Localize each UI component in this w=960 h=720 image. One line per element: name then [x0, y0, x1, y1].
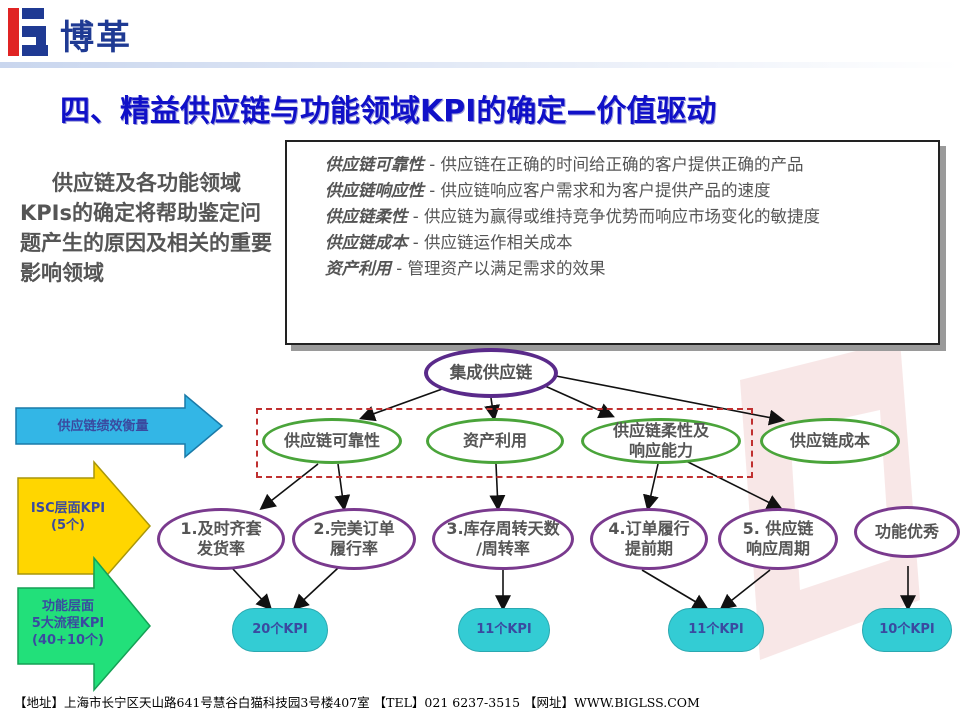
definition-term: 供应链柔性: [325, 207, 408, 226]
link-kpi4-f3: [641, 569, 709, 610]
isc-kpi-3: 3.库存周转天数 /周转率: [432, 508, 574, 570]
isc-kpi-functional: 功能优秀: [854, 506, 960, 558]
definition-separator: -: [407, 233, 424, 252]
function-kpi-4: 10个KPI: [862, 608, 952, 652]
link-kpi2-f1: [292, 567, 339, 611]
link-flex-kpi4: [643, 463, 659, 512]
level-arrow-yellow: [17, 460, 151, 592]
definition-text: 供应链运作相关成本: [423, 233, 573, 252]
attribute-node-asset: 资产利用: [426, 418, 564, 464]
definition-separator: -: [407, 207, 424, 226]
definition-term: 供应链可靠性: [325, 155, 424, 174]
definition-term: 供应链成本: [325, 233, 408, 252]
level-arrow-green: [17, 555, 151, 692]
link-kpi5-f3: [719, 569, 771, 610]
link-rel-kpi1: [259, 463, 319, 510]
link-root-flex: [544, 385, 615, 419]
definition-text: 管理资产以满足需求的效果: [407, 259, 606, 278]
link-root-cost: [555, 375, 786, 426]
arrow-label-level1: 供应链绩效衡量: [57, 419, 149, 434]
definition-separator: -: [424, 181, 441, 200]
link-root-reliability: [358, 387, 446, 422]
definitions-box: 供应链可靠性 - 供应链在正确的时间给正确的客户提供正确的产品供应链响应性 - …: [285, 140, 940, 345]
level-arrow-blue: [15, 393, 224, 459]
definition-term: 资产利用: [325, 259, 391, 278]
function-kpi-1: 20个KPI: [232, 608, 328, 652]
function-kpi-2: 11个KPI: [458, 608, 550, 652]
brand-name: 博革: [60, 18, 132, 58]
isc-kpi-1: 1.及时齐套发货率: [157, 508, 285, 570]
attribute-node-flex: 供应链柔性及响应能力: [581, 418, 741, 464]
definition-item: 供应链成本 - 供应链运作相关成本: [325, 230, 926, 256]
definition-separator: -: [391, 259, 408, 278]
isc-kpi-4: 4.订单履行提前期: [590, 508, 708, 570]
link-asset-kpi3: [489, 463, 506, 512]
definition-item: 供应链可靠性 - 供应链在正确的时间给正确的客户提供正确的产品: [325, 152, 926, 178]
attribute-node-cost: 供应链成本: [760, 418, 900, 464]
intro-text: 供应链及各功能领域KPIs的确定将帮助鉴定问题产生的原因及相关的重要影响领域: [20, 171, 272, 285]
footer-contact: 【地址】上海市长宁区天山路641号慧谷白猫科技园3号楼407室 【TEL】021…: [14, 695, 700, 710]
definition-item: 供应链响应性 - 供应链响应客户需求和为客户提供产品的速度: [325, 178, 926, 204]
isc-kpi-2: 2.完美订单履行率: [292, 508, 416, 570]
page-title: 四、精益供应链与功能领域KPI的确定—价值驱动: [60, 94, 717, 129]
definition-term: 供应链响应性: [325, 181, 424, 200]
definition-text: 供应链在正确的时间给正确的客户提供正确的产品: [440, 155, 804, 174]
attribute-node-reliability: 供应链可靠性: [262, 418, 402, 464]
definition-item: 供应链柔性 - 供应链为赢得或维持竞争优势而响应市场变化的敏捷度: [325, 204, 926, 230]
isc-kpi-5: 5. 供应链响应周期: [718, 508, 838, 570]
function-kpi-3: 11个KPI: [668, 608, 764, 652]
definition-separator: -: [424, 155, 441, 174]
title-divider: [0, 62, 960, 68]
arrow-label-level2: ISC层面KPI(5个): [30, 501, 106, 533]
link-flex-kpi5: [679, 457, 783, 510]
attributes-group-frame: [256, 408, 753, 478]
link-rel-kpi2: [334, 463, 351, 512]
brand-logo-icon: [8, 8, 48, 56]
root-node: 集成供应链: [424, 348, 558, 398]
definition-text: 供应链响应客户需求和为客户提供产品的速度: [440, 181, 771, 200]
definition-text: 供应链为赢得或维持竞争优势而响应市场变化的敏捷度: [423, 207, 820, 226]
definition-item: 资产利用 - 管理资产以满足需求的效果: [325, 256, 926, 282]
link-kpi1-f1: [231, 567, 273, 611]
